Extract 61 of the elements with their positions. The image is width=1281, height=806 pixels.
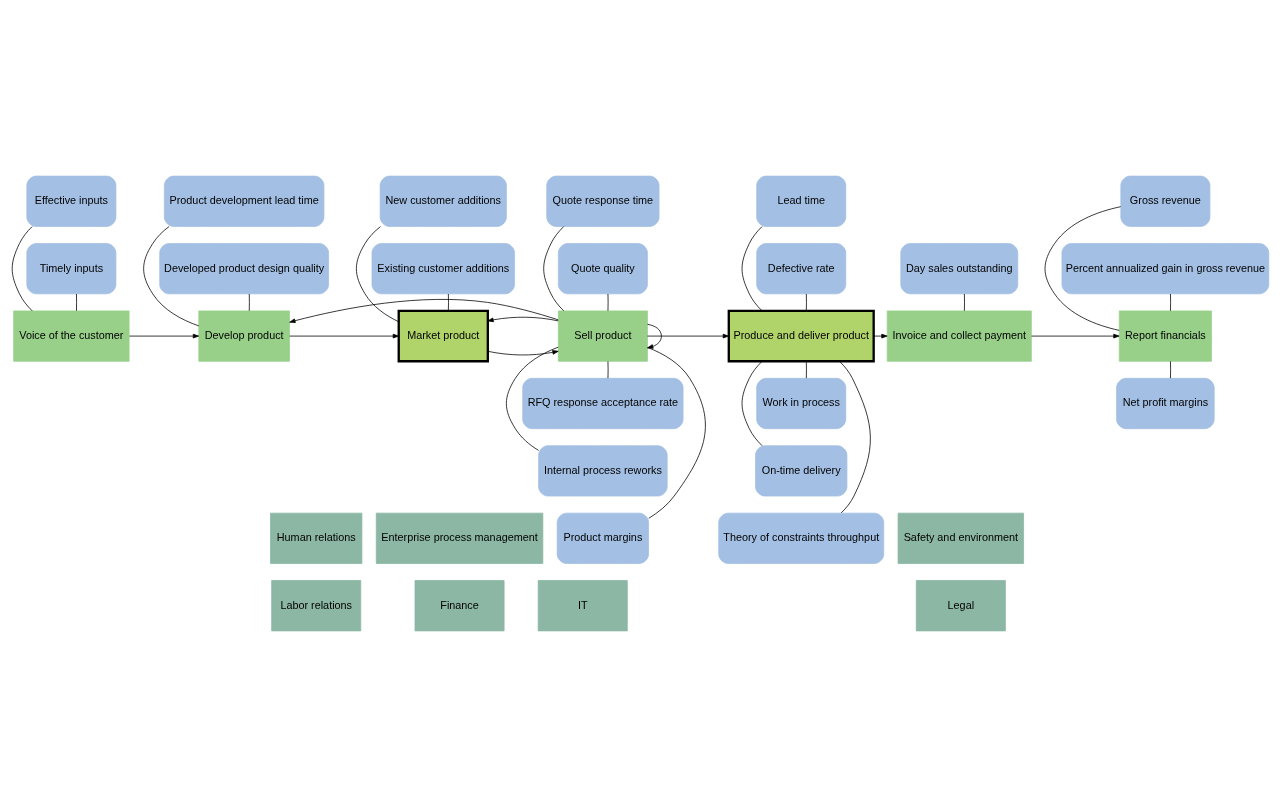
node-box: Enterprise process management — [375, 512, 544, 564]
node-box: Develop product — [198, 310, 290, 362]
node-box: Safety and environment — [897, 512, 1024, 564]
node-box: Work in process — [756, 377, 847, 429]
arrow — [873, 333, 888, 338]
connector — [11, 225, 33, 311]
node-box: Quote response time — [546, 175, 660, 227]
connector — [647, 346, 706, 519]
arrow — [289, 333, 399, 338]
connector — [447, 293, 449, 311]
node-box: Developed product design quality — [159, 242, 329, 294]
connector — [1170, 360, 1171, 379]
connector — [839, 360, 871, 513]
node-box: Finance — [414, 579, 505, 631]
connector — [1044, 205, 1122, 331]
node-box: Human relations — [270, 512, 363, 564]
arrow — [647, 333, 729, 338]
connector — [741, 225, 763, 311]
arrow — [487, 316, 559, 322]
node-box: Gross revenue — [1120, 175, 1211, 227]
node-box: Market product — [397, 309, 489, 362]
node-box: Voice of the customer — [13, 310, 130, 362]
connector — [805, 293, 807, 311]
node-box: Internal process reworks — [538, 444, 668, 496]
node-box: New customer additions — [379, 175, 507, 227]
connector — [543, 225, 565, 311]
connector — [741, 360, 763, 446]
node-box: Product development lead time — [163, 175, 325, 227]
node-box: Labor relations — [271, 579, 362, 631]
node-box: Sell product — [557, 310, 648, 362]
node-box: Legal — [915, 579, 1006, 631]
node-box: On-time delivery — [755, 444, 848, 496]
arrow — [289, 298, 559, 323]
arrow — [1031, 333, 1120, 338]
arrow — [129, 333, 200, 338]
node-box: Product margins — [556, 512, 649, 564]
node-box: Quote quality — [557, 242, 648, 294]
node-box: Net profit margins — [1116, 377, 1215, 429]
node-box: Percent annualized gain in gross revenue — [1061, 242, 1270, 294]
node-box: IT — [537, 579, 628, 631]
node-box: Timely inputs — [26, 242, 117, 294]
connector — [505, 346, 559, 451]
node-box: Produce and deliver product — [727, 309, 875, 362]
connector — [356, 225, 400, 322]
node-box: Theory of constraints throughput — [718, 512, 885, 564]
node-box: Existing customer additions — [371, 242, 515, 294]
node-box: Lead time — [756, 175, 847, 227]
arrow — [647, 323, 662, 349]
node-box: Defective rate — [756, 242, 847, 294]
node-box: Report financials — [1118, 310, 1212, 362]
connector — [76, 293, 77, 311]
node-box: Invoice and collect payment — [886, 310, 1032, 362]
connector — [964, 293, 965, 311]
connector — [1170, 293, 1171, 311]
connector — [248, 293, 250, 311]
arrow — [487, 349, 559, 355]
connector — [143, 225, 200, 326]
node-box: Effective inputs — [26, 175, 117, 227]
node-box: RFQ response acceptance rate — [522, 377, 684, 429]
node-box: Day sales outstanding — [900, 242, 1019, 294]
connector — [805, 360, 807, 379]
